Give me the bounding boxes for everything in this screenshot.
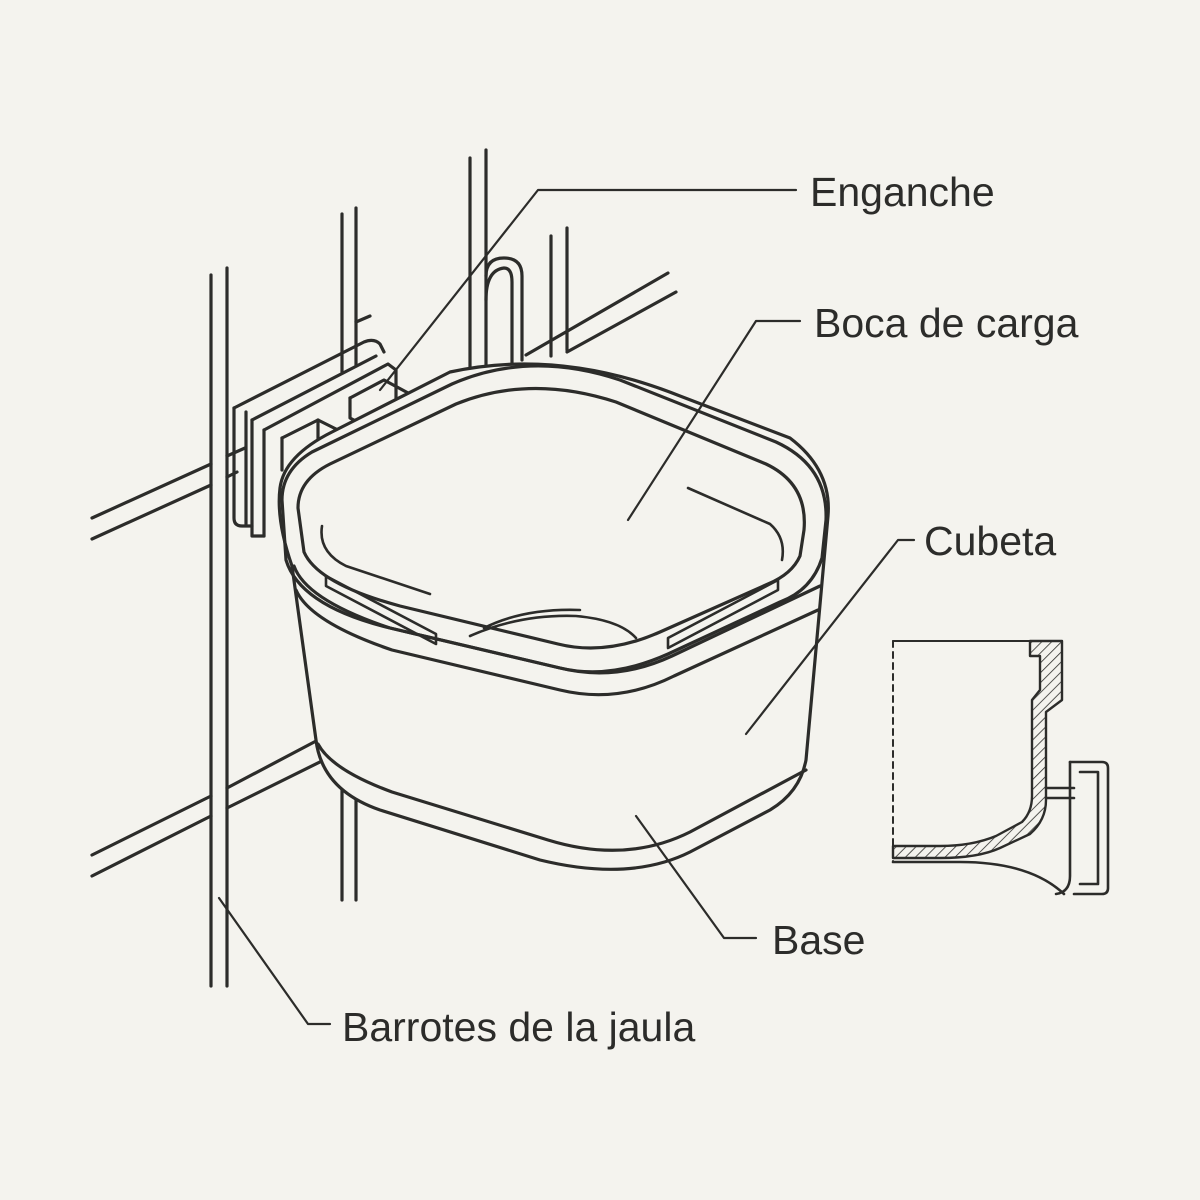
label-bars: Barrotes de la jaula bbox=[342, 1004, 695, 1050]
leader-bars bbox=[217, 896, 332, 1026]
label-base: Base bbox=[772, 917, 865, 963]
leader-lines bbox=[217, 188, 916, 1026]
leader-bowl bbox=[744, 538, 916, 736]
labels: Enganche Boca de carga Cubeta Base Barro… bbox=[342, 169, 1079, 1050]
horizontal-bar-lower bbox=[90, 738, 338, 878]
vertical-bar-left bbox=[209, 266, 229, 988]
label-bowl: Cubeta bbox=[924, 518, 1056, 564]
leader-base bbox=[634, 814, 758, 940]
leader-mouth bbox=[626, 319, 802, 522]
vertical-bar-center bbox=[468, 148, 488, 376]
horizontal-bar-upper bbox=[90, 271, 678, 541]
bowl bbox=[277, 362, 830, 871]
cross-section-detail bbox=[891, 639, 1110, 896]
label-hook: Enganche bbox=[810, 169, 995, 215]
label-mouth: Boca de carga bbox=[814, 300, 1079, 346]
hook-assembly bbox=[232, 256, 524, 538]
leader-hook bbox=[378, 188, 798, 392]
